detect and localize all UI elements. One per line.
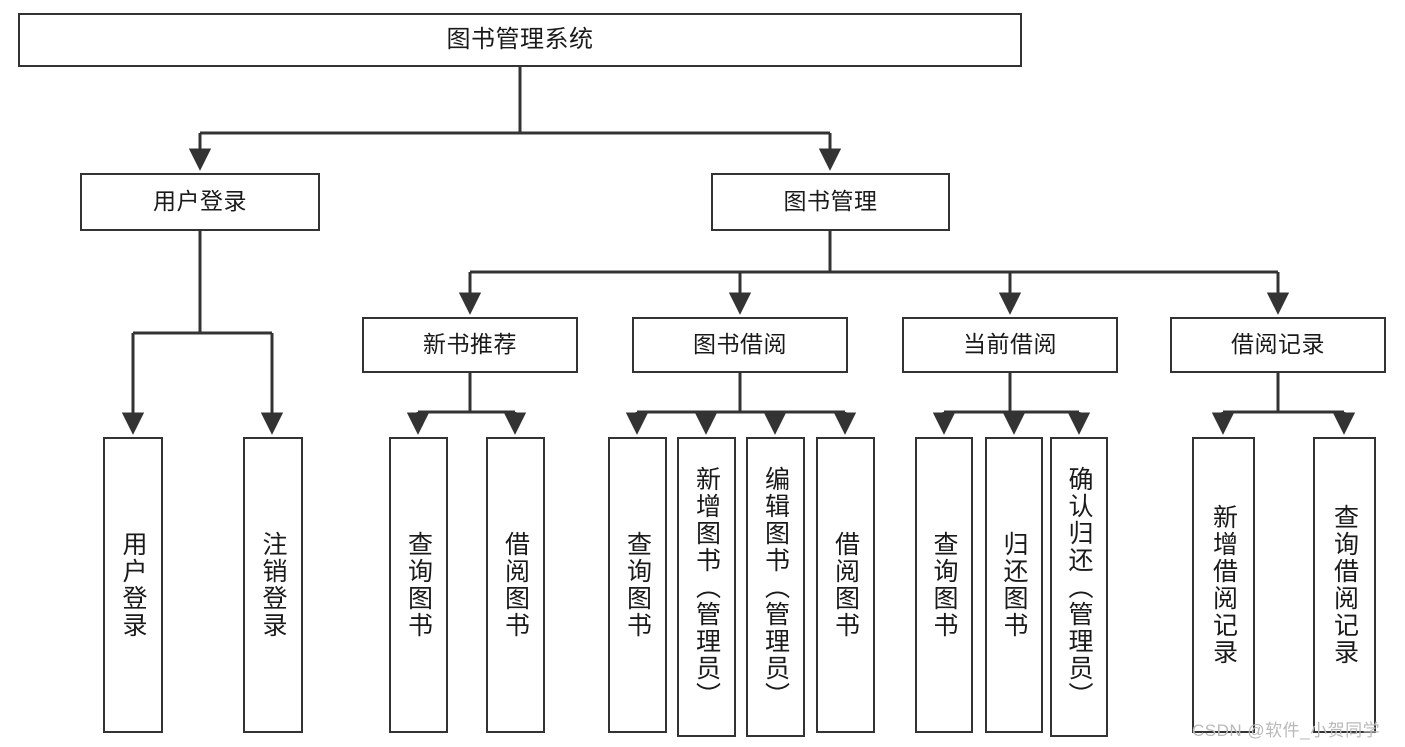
node-label: 图书借阅 — [693, 331, 787, 358]
node-label: 新增借阅记录 — [1209, 504, 1238, 666]
node-label: 新书推荐 — [423, 331, 517, 358]
leaf-query-book-new-rec[interactable]: 查询图书 — [389, 437, 448, 733]
node-label: 查询图书 — [623, 531, 652, 639]
node-label: 查询借阅记录 — [1330, 504, 1359, 666]
node-label: 新增图书（管理员） — [692, 465, 721, 709]
node-label: 确认归还（管理员） — [1065, 465, 1093, 709]
node-label: 编辑图书（管理员） — [761, 465, 790, 709]
node-label: 借阅图书 — [501, 531, 530, 639]
leaf-borrow-book-new-rec[interactable]: 借阅图书 — [486, 437, 545, 733]
node-user-login[interactable]: 用户登录 — [80, 173, 320, 231]
leaf-return-book[interactable]: 归还图书 — [985, 437, 1043, 733]
node-label: 当前借阅 — [963, 331, 1057, 358]
node-borrow-record[interactable]: 借阅记录 — [1170, 317, 1386, 373]
leaf-borrow-book-borrow[interactable]: 借阅图书 — [816, 437, 875, 733]
node-label: 借阅记录 — [1231, 331, 1325, 358]
node-book-manage[interactable]: 图书管理 — [711, 173, 950, 231]
node-label: 查询图书 — [930, 531, 958, 639]
leaf-logout-login[interactable]: 注销登录 — [243, 437, 303, 733]
leaf-add-book-admin[interactable]: 新增图书（管理员） — [677, 437, 736, 737]
node-label: 图书管理系统 — [446, 25, 594, 53]
node-label: 注销登录 — [259, 531, 287, 639]
leaf-query-book-borrow[interactable]: 查询图书 — [608, 437, 667, 733]
node-current-borrow[interactable]: 当前借阅 — [902, 317, 1118, 373]
node-label: 用户登录 — [119, 531, 147, 639]
node-label: 图书管理 — [783, 188, 878, 215]
node-label: 查询图书 — [404, 531, 433, 639]
node-new-book-recommend[interactable]: 新书推荐 — [362, 317, 578, 373]
node-label: 用户登录 — [153, 188, 247, 215]
leaf-edit-book-admin[interactable]: 编辑图书（管理员） — [746, 437, 805, 737]
node-book-borrow[interactable]: 图书借阅 — [632, 317, 848, 373]
leaf-add-borrow-record[interactable]: 新增借阅记录 — [1192, 437, 1255, 733]
leaf-confirm-return-admin[interactable]: 确认归还（管理员） — [1050, 437, 1108, 737]
leaf-query-book-current[interactable]: 查询图书 — [915, 437, 973, 733]
node-label: 借阅图书 — [831, 531, 860, 639]
leaf-query-borrow-record[interactable]: 查询借阅记录 — [1313, 437, 1376, 733]
node-label: 归还图书 — [1000, 531, 1028, 639]
leaf-user-login[interactable]: 用户登录 — [103, 437, 163, 733]
node-root-system[interactable]: 图书管理系统 — [18, 13, 1022, 67]
csdn-watermark: CSDN @软件_小贺同学 — [1192, 721, 1381, 740]
